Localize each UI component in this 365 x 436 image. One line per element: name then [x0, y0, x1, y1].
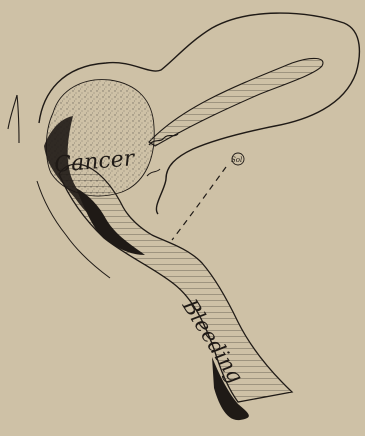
cervix-vaginal-canal [59, 164, 292, 402]
uterine-cavity [149, 58, 323, 146]
left-outer-curve [8, 95, 19, 143]
small-note-label: Sol [231, 156, 242, 164]
cervical-lip-loops-lower [147, 169, 160, 176]
dashed-path [172, 167, 226, 240]
